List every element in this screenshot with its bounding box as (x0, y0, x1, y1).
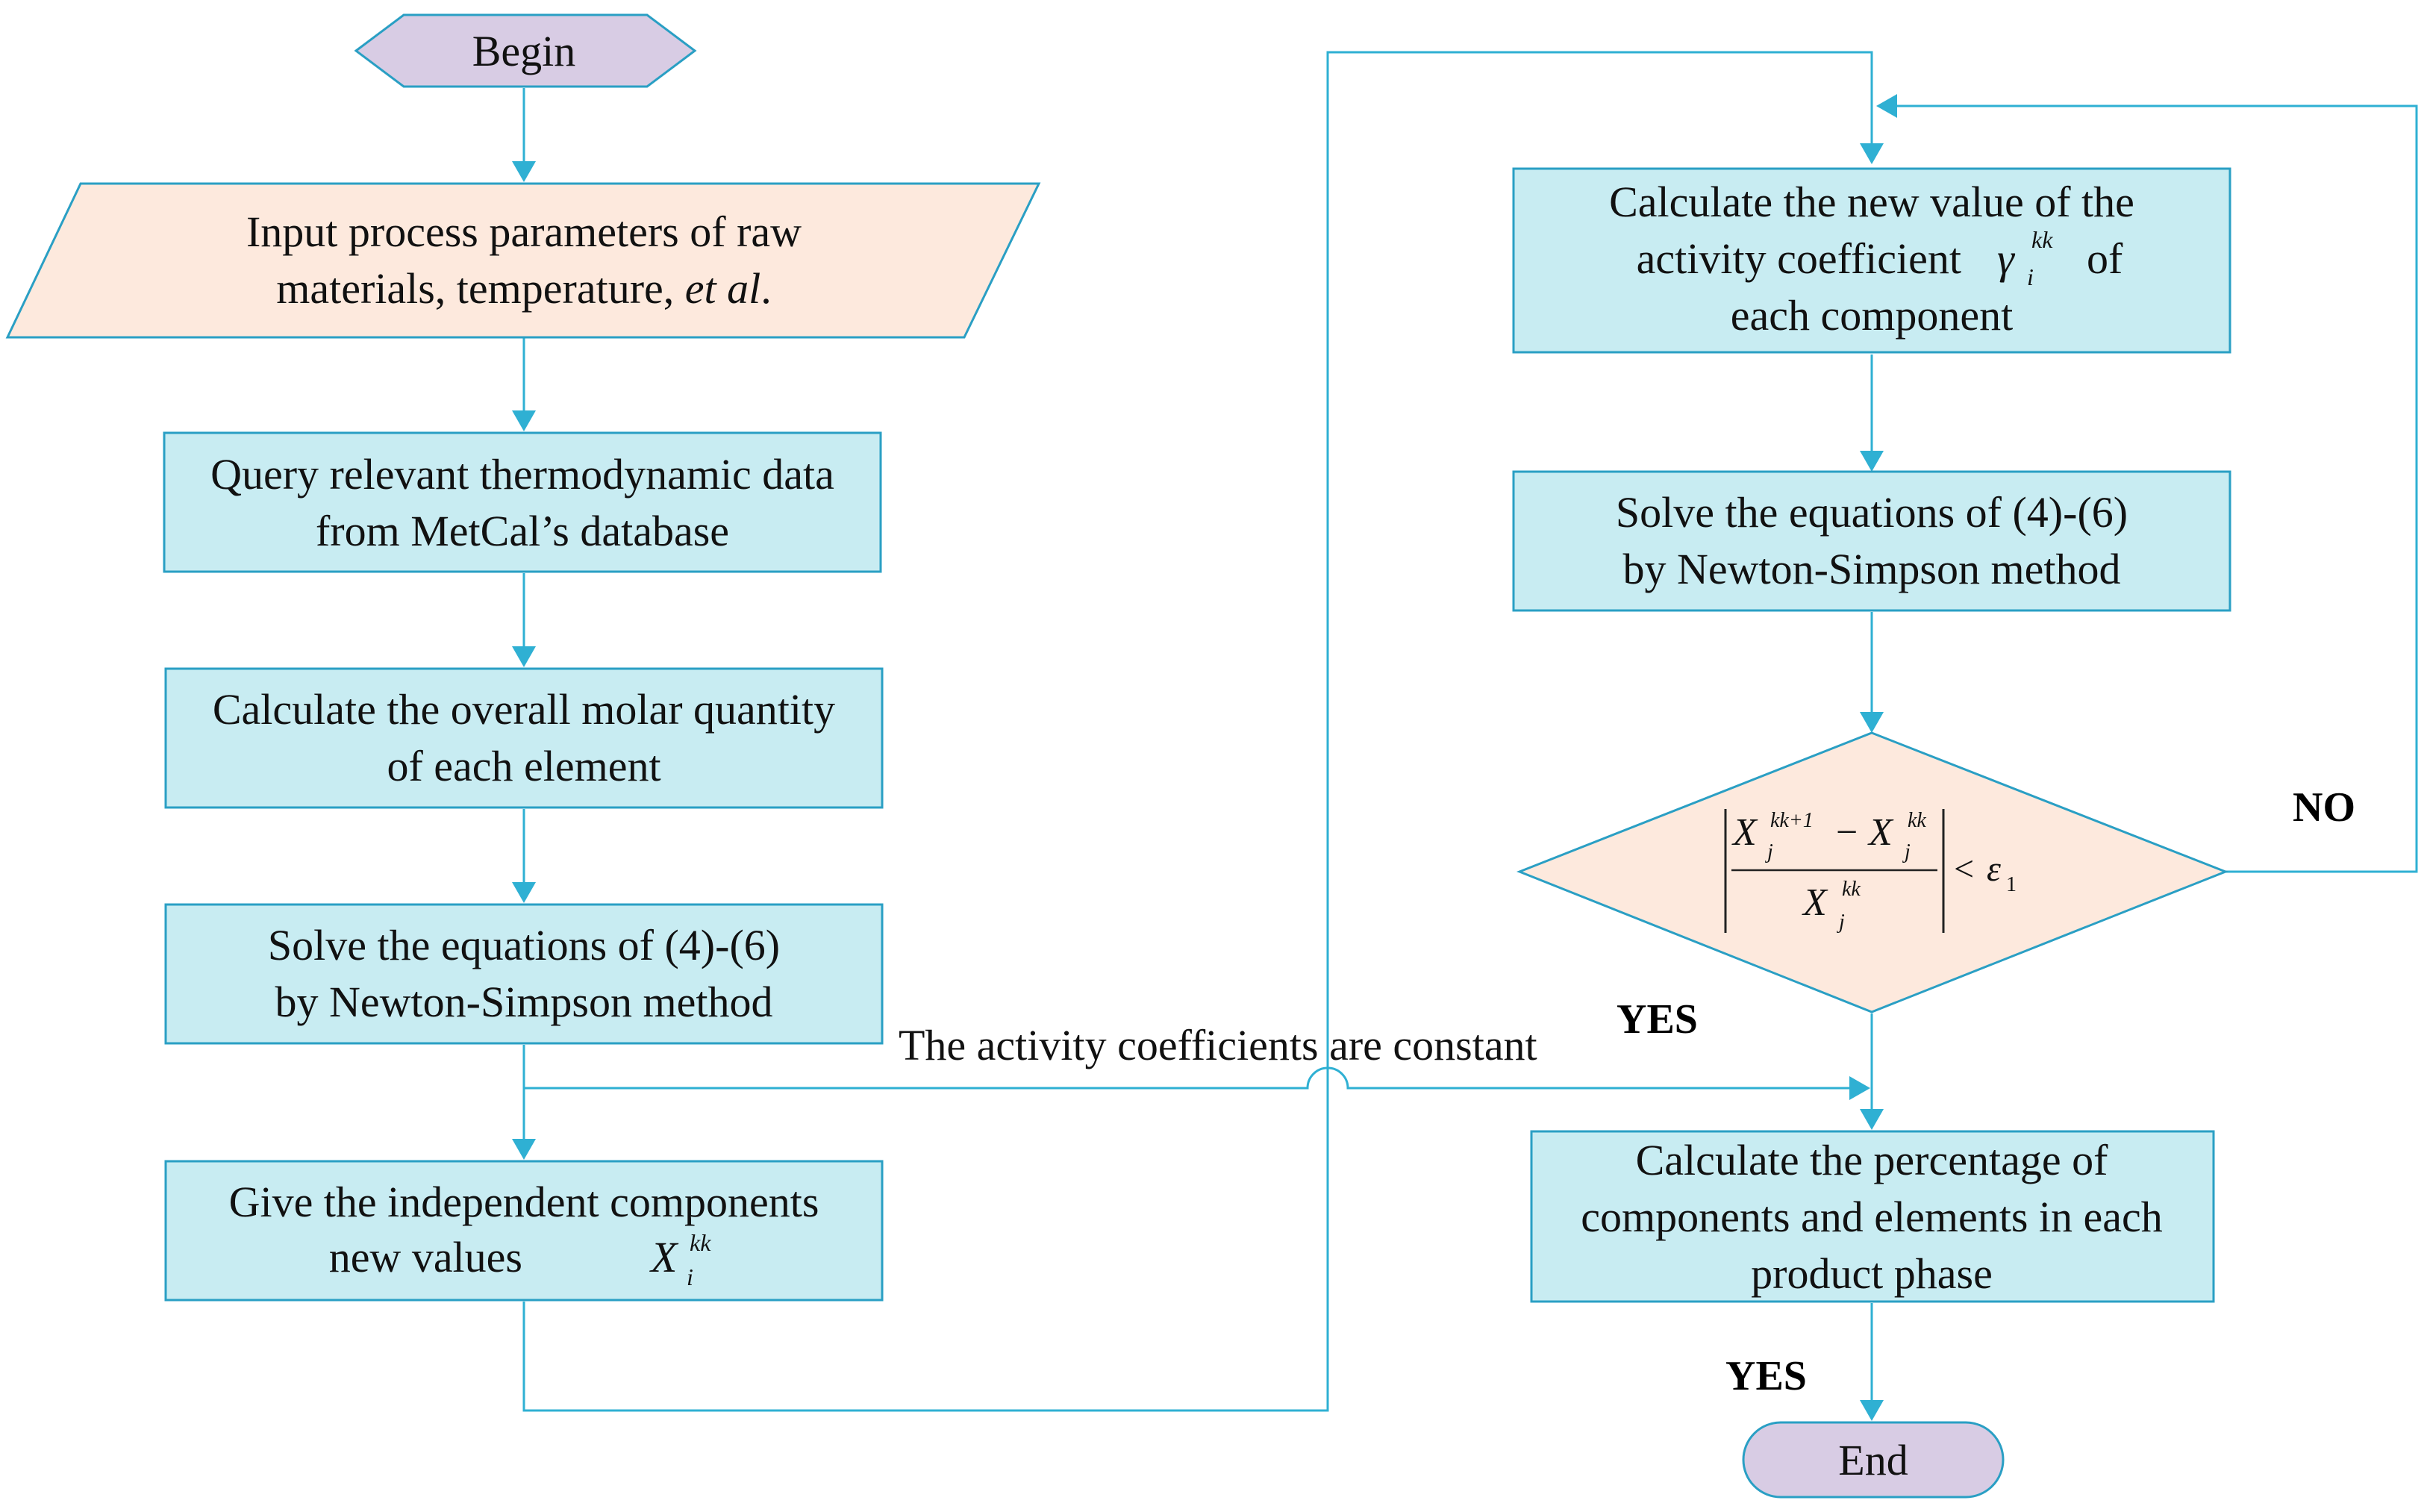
num-a: X (1731, 811, 1758, 854)
end-label: End (1838, 1436, 1908, 1484)
symbol-gamma: γ (1997, 234, 2016, 283)
label-no: NO (2293, 784, 2355, 831)
symbol-sup: kk (690, 1229, 711, 1256)
arrowhead (512, 646, 536, 667)
num-a-sub: j (1765, 840, 1773, 863)
begin-label: Begin (472, 27, 576, 75)
begin-node: Begin (354, 13, 697, 88)
arrowhead (512, 1139, 536, 1160)
give-node: Give the independent components new valu… (164, 1160, 884, 1302)
percentage-line-1: Calculate the percentage of (1636, 1136, 2109, 1184)
arrowhead (1860, 712, 1884, 733)
give-line-2: new values (329, 1233, 522, 1281)
solve-left-line-1: Solve the equations of (4)-(6) (268, 921, 780, 969)
arrowhead (512, 882, 536, 903)
arrowhead (1860, 1109, 1884, 1130)
symbol-sub: i (2027, 263, 2034, 290)
solve-left-shape (164, 903, 884, 1045)
solve-right-node: Solve the equations of (4)-(6) by Newton… (1512, 470, 2231, 612)
num-a-sup: kk+1 (1770, 809, 1814, 832)
connectors (512, 51, 2418, 1421)
arrowhead (1876, 94, 1897, 118)
decision-node: X kk+1 j − X kk j X kk j < ε 1 (1516, 731, 2229, 1013)
query-line-2: from MetCal’s database (316, 507, 729, 555)
percentage-line-3: product phase (1751, 1249, 1993, 1298)
solve-right-line-2: by Newton-Simpson method (1623, 545, 2121, 593)
den-x: X (1802, 881, 1828, 924)
solve-right-line-1: Solve the equations of (4)-(6) (1616, 488, 2128, 537)
input-line-2: materials, temperature, et al. (276, 264, 772, 313)
arrowhead (1849, 1076, 1870, 1100)
symbol-sup: kk (2031, 226, 2053, 253)
edge-give-activity (522, 51, 1873, 1412)
x-i-kk-symbol: X kk i (649, 1229, 711, 1290)
activity-line-3: each component (1731, 291, 2013, 340)
arrowhead (512, 410, 536, 431)
decision-shape (1516, 731, 2229, 1013)
arrowhead (1860, 143, 1884, 164)
end-shape (1742, 1421, 2005, 1499)
input-shape (5, 182, 1041, 339)
edge-decision-no (1888, 104, 2418, 873)
denominator: X kk j (1802, 878, 1861, 934)
epsilon: ε (1987, 849, 2001, 889)
query-node: Query relevant thermodynamic data from M… (163, 431, 882, 573)
num-b-sup: kk (1908, 809, 1926, 832)
den-sub: j (1837, 910, 1845, 934)
den-sup: kk (1842, 878, 1861, 901)
label-constant: The activity coefficients are constant (899, 1021, 1537, 1069)
percentage-node: Calculate the percentage of components a… (1530, 1130, 2215, 1303)
minus-sign: − (1836, 811, 1858, 854)
edge-constant-branch (524, 1066, 1858, 1090)
arrowhead (1860, 451, 1884, 472)
input-line-1: Input process parameters of raw (246, 207, 802, 256)
percentage-shape (1530, 1130, 2215, 1303)
overall-node: Calculate the overall molar quantity of … (164, 667, 884, 809)
epsilon-sub: 1 (2006, 873, 2017, 896)
query-line-1: Query relevant thermodynamic data (210, 450, 834, 499)
less-than: < (1954, 849, 1974, 889)
label-yes-end: YES (1725, 1353, 1807, 1399)
overall-shape (164, 667, 884, 809)
numerator: X kk+1 j − X kk j (1731, 809, 1926, 863)
give-shape (164, 1160, 884, 1302)
arrowhead (1860, 1400, 1884, 1421)
symbol-x: X (649, 1233, 679, 1281)
percentage-line-2: components and elements in each (1581, 1193, 2163, 1241)
solve-left-line-2: by Newton-Simpson method (275, 978, 773, 1026)
num-b: X (1867, 811, 1894, 854)
label-yes-decision: YES (1617, 996, 1698, 1043)
gamma-i-kk-symbol: γ kk i (1997, 226, 2053, 290)
overall-line-1: Calculate the overall molar quantity (213, 685, 835, 734)
end-node: End (1742, 1421, 2005, 1499)
query-shape (163, 431, 882, 573)
solve-left-node: Solve the equations of (4)-(6) by Newton… (164, 903, 884, 1045)
arrowhead (512, 161, 536, 182)
activity-line-1: Calculate the new value of the (1609, 178, 2134, 226)
activity-line-2-suffix: of (2087, 234, 2123, 283)
overall-line-2: of each element (387, 742, 660, 790)
solve-right-shape (1512, 470, 2231, 612)
give-line-1: Give the independent components (229, 1178, 819, 1226)
begin-shape (354, 13, 697, 88)
activity-shape (1512, 167, 2231, 354)
num-b-sub: j (1902, 840, 1911, 863)
activity-node: Calculate the new value of the activity … (1512, 167, 2231, 354)
activity-line-2: activity coefficient (1637, 234, 1961, 283)
input-node: Input process parameters of raw material… (5, 182, 1041, 339)
symbol-sub: i (687, 1263, 693, 1290)
